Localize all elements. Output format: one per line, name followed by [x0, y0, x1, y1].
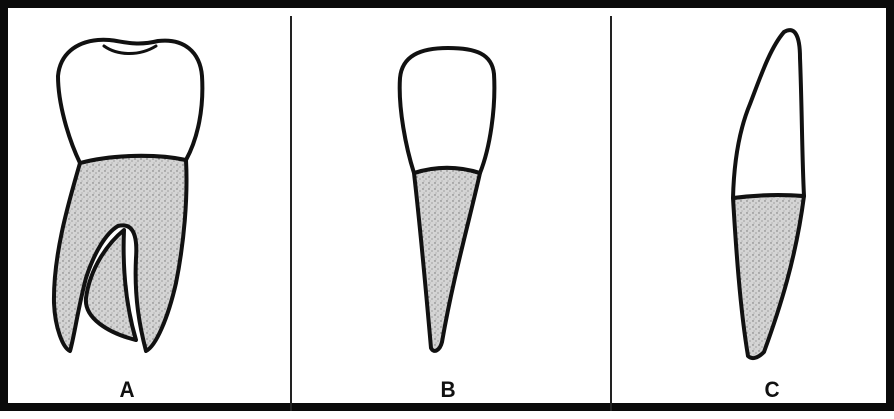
- molar-crown-shape: [58, 40, 202, 163]
- pointed-crown-tooth-icon: [733, 30, 804, 358]
- pointed-tooth-root-shape: [733, 195, 804, 358]
- tooth-illustrations: [8, 8, 894, 419]
- multi-rooted-tooth-icon: [54, 40, 202, 351]
- single-rooted-tooth-icon: [400, 48, 495, 351]
- incisor-crown-shape: [400, 48, 495, 173]
- panel-label-b: B: [429, 378, 467, 402]
- panel-label-a: A: [108, 378, 146, 402]
- pointed-tooth-crown-shape: [733, 30, 804, 198]
- panel-label-c: C: [753, 378, 791, 402]
- incisor-root-shape: [414, 168, 480, 351]
